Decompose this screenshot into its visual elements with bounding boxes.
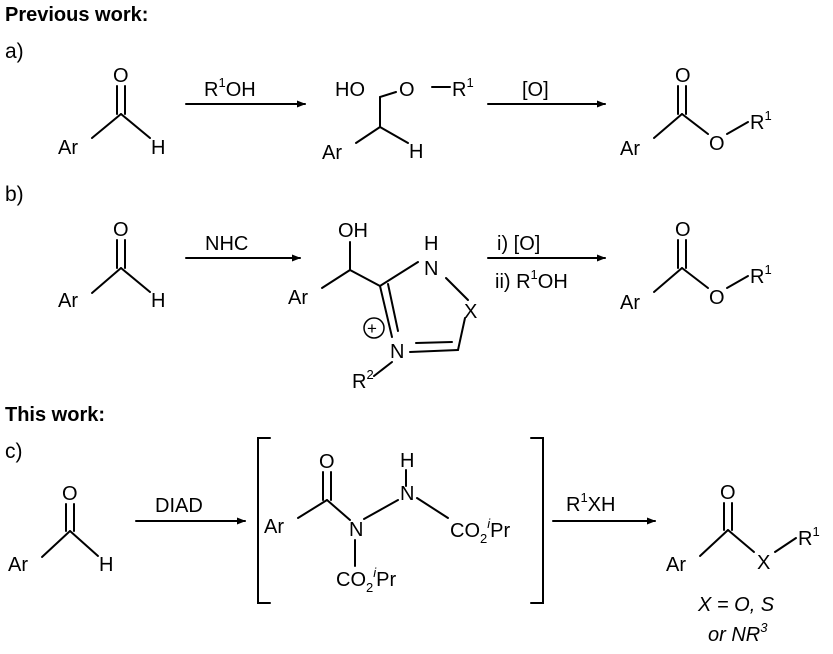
reagent-a1: R1OH [204,75,256,101]
heading-previous-work: Previous work: [5,4,149,26]
atom-ar: Ar [8,554,28,576]
label-part-a: a) [5,40,24,63]
atom-oh: OH [338,220,368,242]
atom-h: H [99,554,113,576]
atom-o: O [113,219,129,241]
atom-o: O [709,287,725,309]
ester-group-co2ipr: CO2iPr [336,565,396,595]
conditions-line2: or NR3 [708,620,768,646]
atom-r2: R2 [352,367,374,393]
reagent-a2: [O] [522,79,549,101]
atom-r1: R1 [750,108,772,134]
atom-h: H [424,233,438,255]
atom-x: X [757,552,770,574]
product-c-bonds [699,502,797,557]
atom-ar: Ar [58,137,78,159]
atom-n: N [349,519,363,541]
atom-o: O [113,65,129,87]
atom-o: O [319,451,335,473]
atom-r1: R1 [750,262,772,288]
atom-o: O [62,483,78,505]
atom-ar: Ar [58,290,78,312]
reagent-b1: NHC [205,233,248,255]
bracket-right [530,437,544,604]
aldehyde-c-bonds [41,503,99,558]
label-part-b: b) [5,183,24,206]
ester-group-co2ipr: CO2iPr [450,516,510,546]
atom-h: H [151,137,165,159]
aldehyde-b-bonds [91,239,151,294]
atom-n: N [390,341,404,363]
atom-n: N [424,258,438,280]
reagent-b2-ii: ii) R1OH [495,267,568,293]
atom-r1: R1 [452,75,474,101]
ester-b-bonds [653,239,749,293]
atom-ar: Ar [620,292,640,314]
bracket-left [257,437,271,604]
aldehyde-a-bonds [91,85,151,139]
conditions-line1: X = O, S [697,594,775,616]
reagent-c2: R1XH [566,490,615,516]
heading-this-work: This work: [5,404,106,426]
ester-a-bonds [653,85,749,139]
atom-ar: Ar [264,516,284,538]
atom-h: H [409,141,423,163]
atom-ar: Ar [666,554,686,576]
atom-o: O [720,482,736,504]
adduct-bonds [321,241,469,377]
positive-charge-circle [363,317,385,339]
atom-o: O [399,79,415,101]
atom-r1: R1 [798,524,820,550]
atom-o: O [709,133,725,155]
atom-o: O [675,65,691,87]
label-part-c: c) [5,440,23,463]
intermediate-bonds [297,469,449,567]
atom-h: H [400,450,414,472]
charge-plus: + [367,319,377,338]
reagent-b2-i: i) [O] [497,233,540,255]
atom-x: X [464,301,477,323]
atom-ho: HO [335,79,365,101]
atom-ar: Ar [288,287,308,309]
atom-n: N [400,483,414,505]
hemiacetal-bonds [355,86,451,144]
atom-ar: Ar [322,142,342,164]
reagent-c1: DIAD [155,495,203,517]
atom-o: O [675,219,691,241]
atom-h: H [151,290,165,312]
atom-ar: Ar [620,138,640,160]
